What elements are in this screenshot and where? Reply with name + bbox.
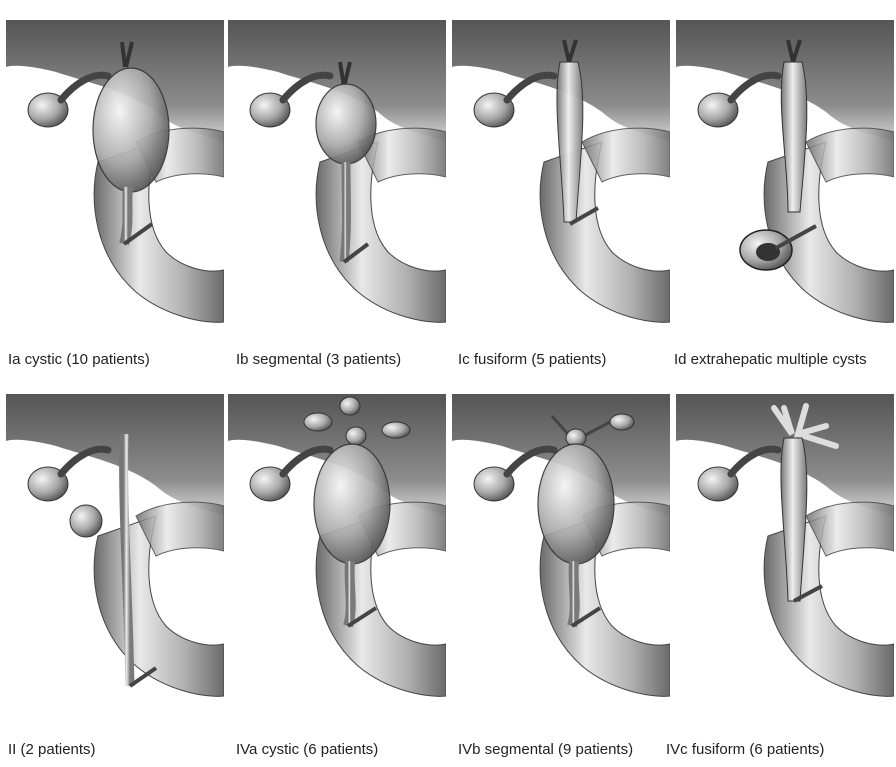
intrahepatic-cyst-top	[340, 397, 360, 415]
caption-ib: Ib segmental (3 patients)	[236, 351, 401, 368]
intrahepatic-cyst-mid	[346, 427, 366, 445]
caption-ivc: IVc fusiform (6 patients)	[666, 741, 824, 758]
cyst-diagram-iva	[228, 386, 446, 716]
panel-iva	[228, 386, 446, 716]
cyst-diagram-ia	[6, 12, 224, 342]
bile-duct	[124, 434, 130, 686]
panel-ic	[452, 12, 670, 342]
cyst-diagram-ic	[452, 12, 670, 342]
cyst-diagram-id	[676, 12, 894, 342]
distal-bile-duct	[124, 187, 128, 244]
panel-ivc	[676, 386, 894, 716]
caption-iva: IVa cystic (6 patients)	[236, 741, 378, 758]
panel-ii	[6, 386, 224, 716]
panel-ivb	[452, 386, 670, 716]
cyst-diagram-ii	[6, 386, 224, 716]
caption-ia: Ia cystic (10 patients)	[8, 351, 150, 368]
distal-bile-duct	[572, 561, 575, 626]
distal-bile-duct	[344, 162, 347, 262]
intrahepatic-cyst-right	[382, 422, 410, 438]
panel-id	[676, 12, 894, 342]
intrahepatic-cyst-left	[304, 413, 332, 431]
intrahepatic-cyst-right	[610, 414, 634, 430]
cyst-diagram-ivb	[452, 386, 670, 716]
caption-ivb: IVb segmental (9 patients)	[458, 741, 633, 758]
caption-ic: Ic fusiform (5 patients)	[458, 351, 606, 368]
bile-duct-cyst	[538, 444, 614, 564]
panel-ib	[228, 12, 446, 342]
bile-duct-cyst	[314, 444, 390, 564]
caption-id: Id extrahepatic multiple cysts	[674, 351, 867, 368]
bile-duct-cyst	[316, 84, 376, 164]
cyst-diagram-ivc	[676, 386, 894, 716]
cyst-diagram-ib	[228, 12, 446, 342]
caption-ii: II (2 patients)	[8, 741, 96, 758]
distal-bile-duct	[348, 561, 351, 626]
diverticulum	[70, 505, 102, 537]
bile-duct-cyst	[93, 68, 169, 192]
panel-ia	[6, 12, 224, 342]
